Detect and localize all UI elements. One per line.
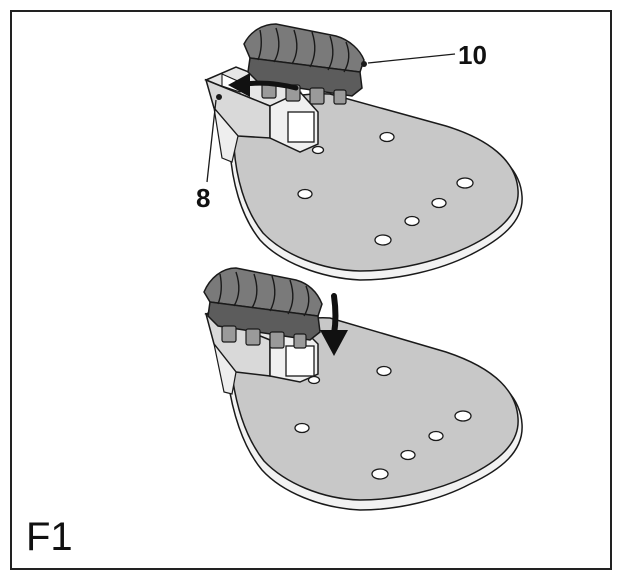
figure-label: F1 [26,515,73,559]
plate-hole [454,410,472,422]
bottom-assembly [203,267,523,511]
plate-hole [404,215,420,227]
block-part-10 [243,23,367,105]
plate-hole [371,468,389,480]
plate-hole [428,430,444,442]
arrow-down-icon [320,293,348,356]
bottom-block [203,267,323,349]
plate-hole [379,131,395,143]
top-assembly [204,23,523,281]
bracket-pivot [216,94,222,100]
leader-line-10 [367,53,456,64]
top-plate-holes [297,131,474,246]
plate-hole [431,197,447,209]
plate-hole [374,234,392,246]
plate-hole [376,365,392,377]
plate-hole [297,188,313,200]
plate-hole [294,422,310,434]
leader-line-8 [206,99,217,183]
callout-label-10: 10 [458,40,487,70]
bottom-plate-holes [294,365,472,480]
plate-hole [311,145,325,155]
plate-hole [456,177,474,189]
callout-label-8: 8 [196,183,211,213]
plate-hole [400,449,416,461]
arrow-left-icon [228,73,299,97]
